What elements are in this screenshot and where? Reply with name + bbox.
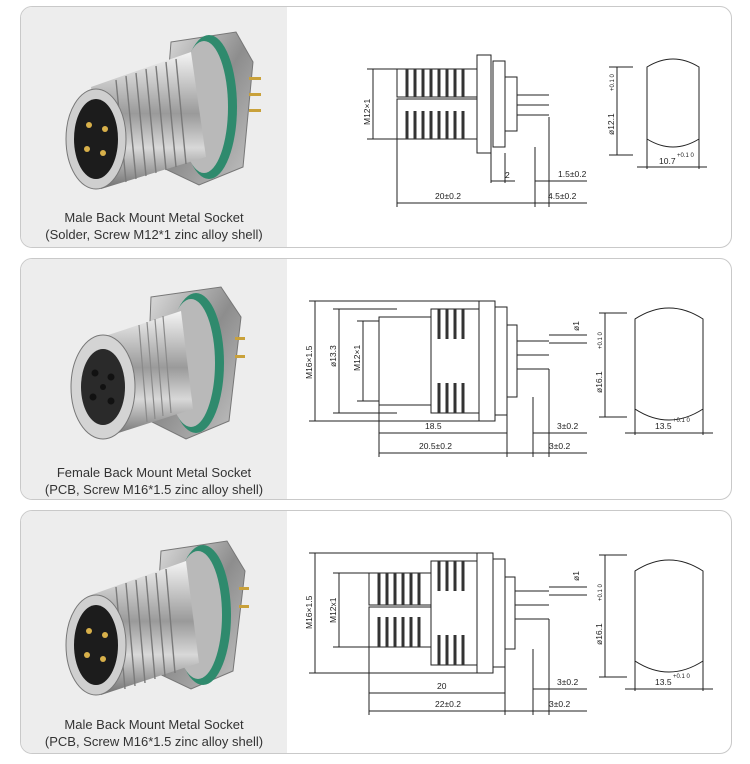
dim-flange: 2 <box>505 170 510 180</box>
dim-total: 20±0.2 <box>435 191 461 201</box>
dim-hole-diameter: ø12.1 <box>606 113 616 135</box>
connector-photo-male-m12 <box>65 31 261 190</box>
caption-title: Female Back Mount Metal Socket <box>56 465 252 480</box>
product-caption: Male Back Mount Metal Socket (PCB, Screw… <box>21 716 287 750</box>
product-card-1: Male Back Mount Metal Socket (Solder, Sc… <box>20 6 732 248</box>
dimension-drawing: M16×1.5 ø13.3 M12×1 18.5 20.5±0.2 3±0.2 … <box>304 300 713 457</box>
dim-pin-offset: 1.5±0.2 <box>558 169 587 179</box>
dim-inner-diameter: ø13.3 <box>328 345 338 367</box>
caption-spec: (Solder, Screw M12*1 zinc alloy shell) <box>45 227 263 242</box>
product-photo <box>21 511 287 753</box>
dim-hole-diameter: ø16.1 <box>594 623 604 645</box>
dim-thread: M16×1.5 <box>304 595 314 629</box>
dim-pin-length: 3±0.2 <box>549 441 570 451</box>
dim-hole-width: 10.7 <box>659 156 676 166</box>
product-card-3: Male Back Mount Metal Socket (PCB, Screw… <box>20 510 732 754</box>
product-caption: Female Back Mount Metal Socket (PCB, Scr… <box>21 464 287 498</box>
dim-pin-length: 3±0.2 <box>549 699 570 709</box>
dim-thread: M12×1 <box>362 99 372 125</box>
dim-hole-width-tol: +0.1 0 <box>673 674 691 680</box>
dim-inner-thread: M12x1 <box>328 597 338 623</box>
dim-pin-diameter: ø1 <box>571 321 581 331</box>
dim-hole-diameter-tol: +0.1 0 <box>598 331 604 349</box>
dimension-drawing: M16×1.5 M12x1 20 22±0.2 3±0.2 3±0.2 ø1 ø… <box>304 552 713 715</box>
dim-pin-offset: 3±0.2 <box>557 421 578 431</box>
dim-hole-width-tol: +0.1 0 <box>673 418 691 424</box>
caption-spec: (PCB, Screw M16*1.5 zinc alloy shell) <box>44 734 264 749</box>
dim-hole-diameter: ø16.1 <box>594 371 604 393</box>
connector-photo-female-m16 <box>70 286 245 440</box>
dim-thread: M16×1.5 <box>304 345 314 379</box>
product-photo <box>21 259 287 499</box>
product-photo <box>21 7 287 247</box>
dim-body-length: 18.5 <box>425 421 442 431</box>
dim-hole-width-tol: +0.1 0 <box>677 153 695 159</box>
dim-pin-diameter: ø1 <box>571 571 581 581</box>
dim-total: 22±0.2 <box>435 699 461 709</box>
dim-total: 20.5±0.2 <box>419 441 452 451</box>
dim-body-length: 20 <box>437 681 447 691</box>
dim-hole-diameter-tol: +0.1 0 <box>598 583 604 601</box>
caption-title: Male Back Mount Metal Socket <box>64 717 244 732</box>
dim-hole-width: 13.5 <box>655 677 672 687</box>
dim-pin-length: 4.5±0.2 <box>548 191 577 201</box>
dim-inner-thread: M12×1 <box>352 345 362 371</box>
dim-pin-offset: 3±0.2 <box>557 677 578 687</box>
dim-hole-diameter-tol: +0.1 0 <box>610 73 616 91</box>
caption-spec: (PCB, Screw M16*1.5 zinc alloy shell) <box>44 482 264 497</box>
product-card-2: Female Back Mount Metal Socket (PCB, Scr… <box>20 258 732 500</box>
product-caption: Male Back Mount Metal Socket (Solder, Sc… <box>21 209 287 243</box>
connector-photo-male-m16 <box>65 540 249 696</box>
dimension-drawing: M12×1 20±0.2 2 4.5±0.2 1.5±0.2 ø12.1 +0.… <box>362 54 707 207</box>
dim-hole-width: 13.5 <box>655 421 672 431</box>
caption-title: Male Back Mount Metal Socket <box>64 210 244 225</box>
